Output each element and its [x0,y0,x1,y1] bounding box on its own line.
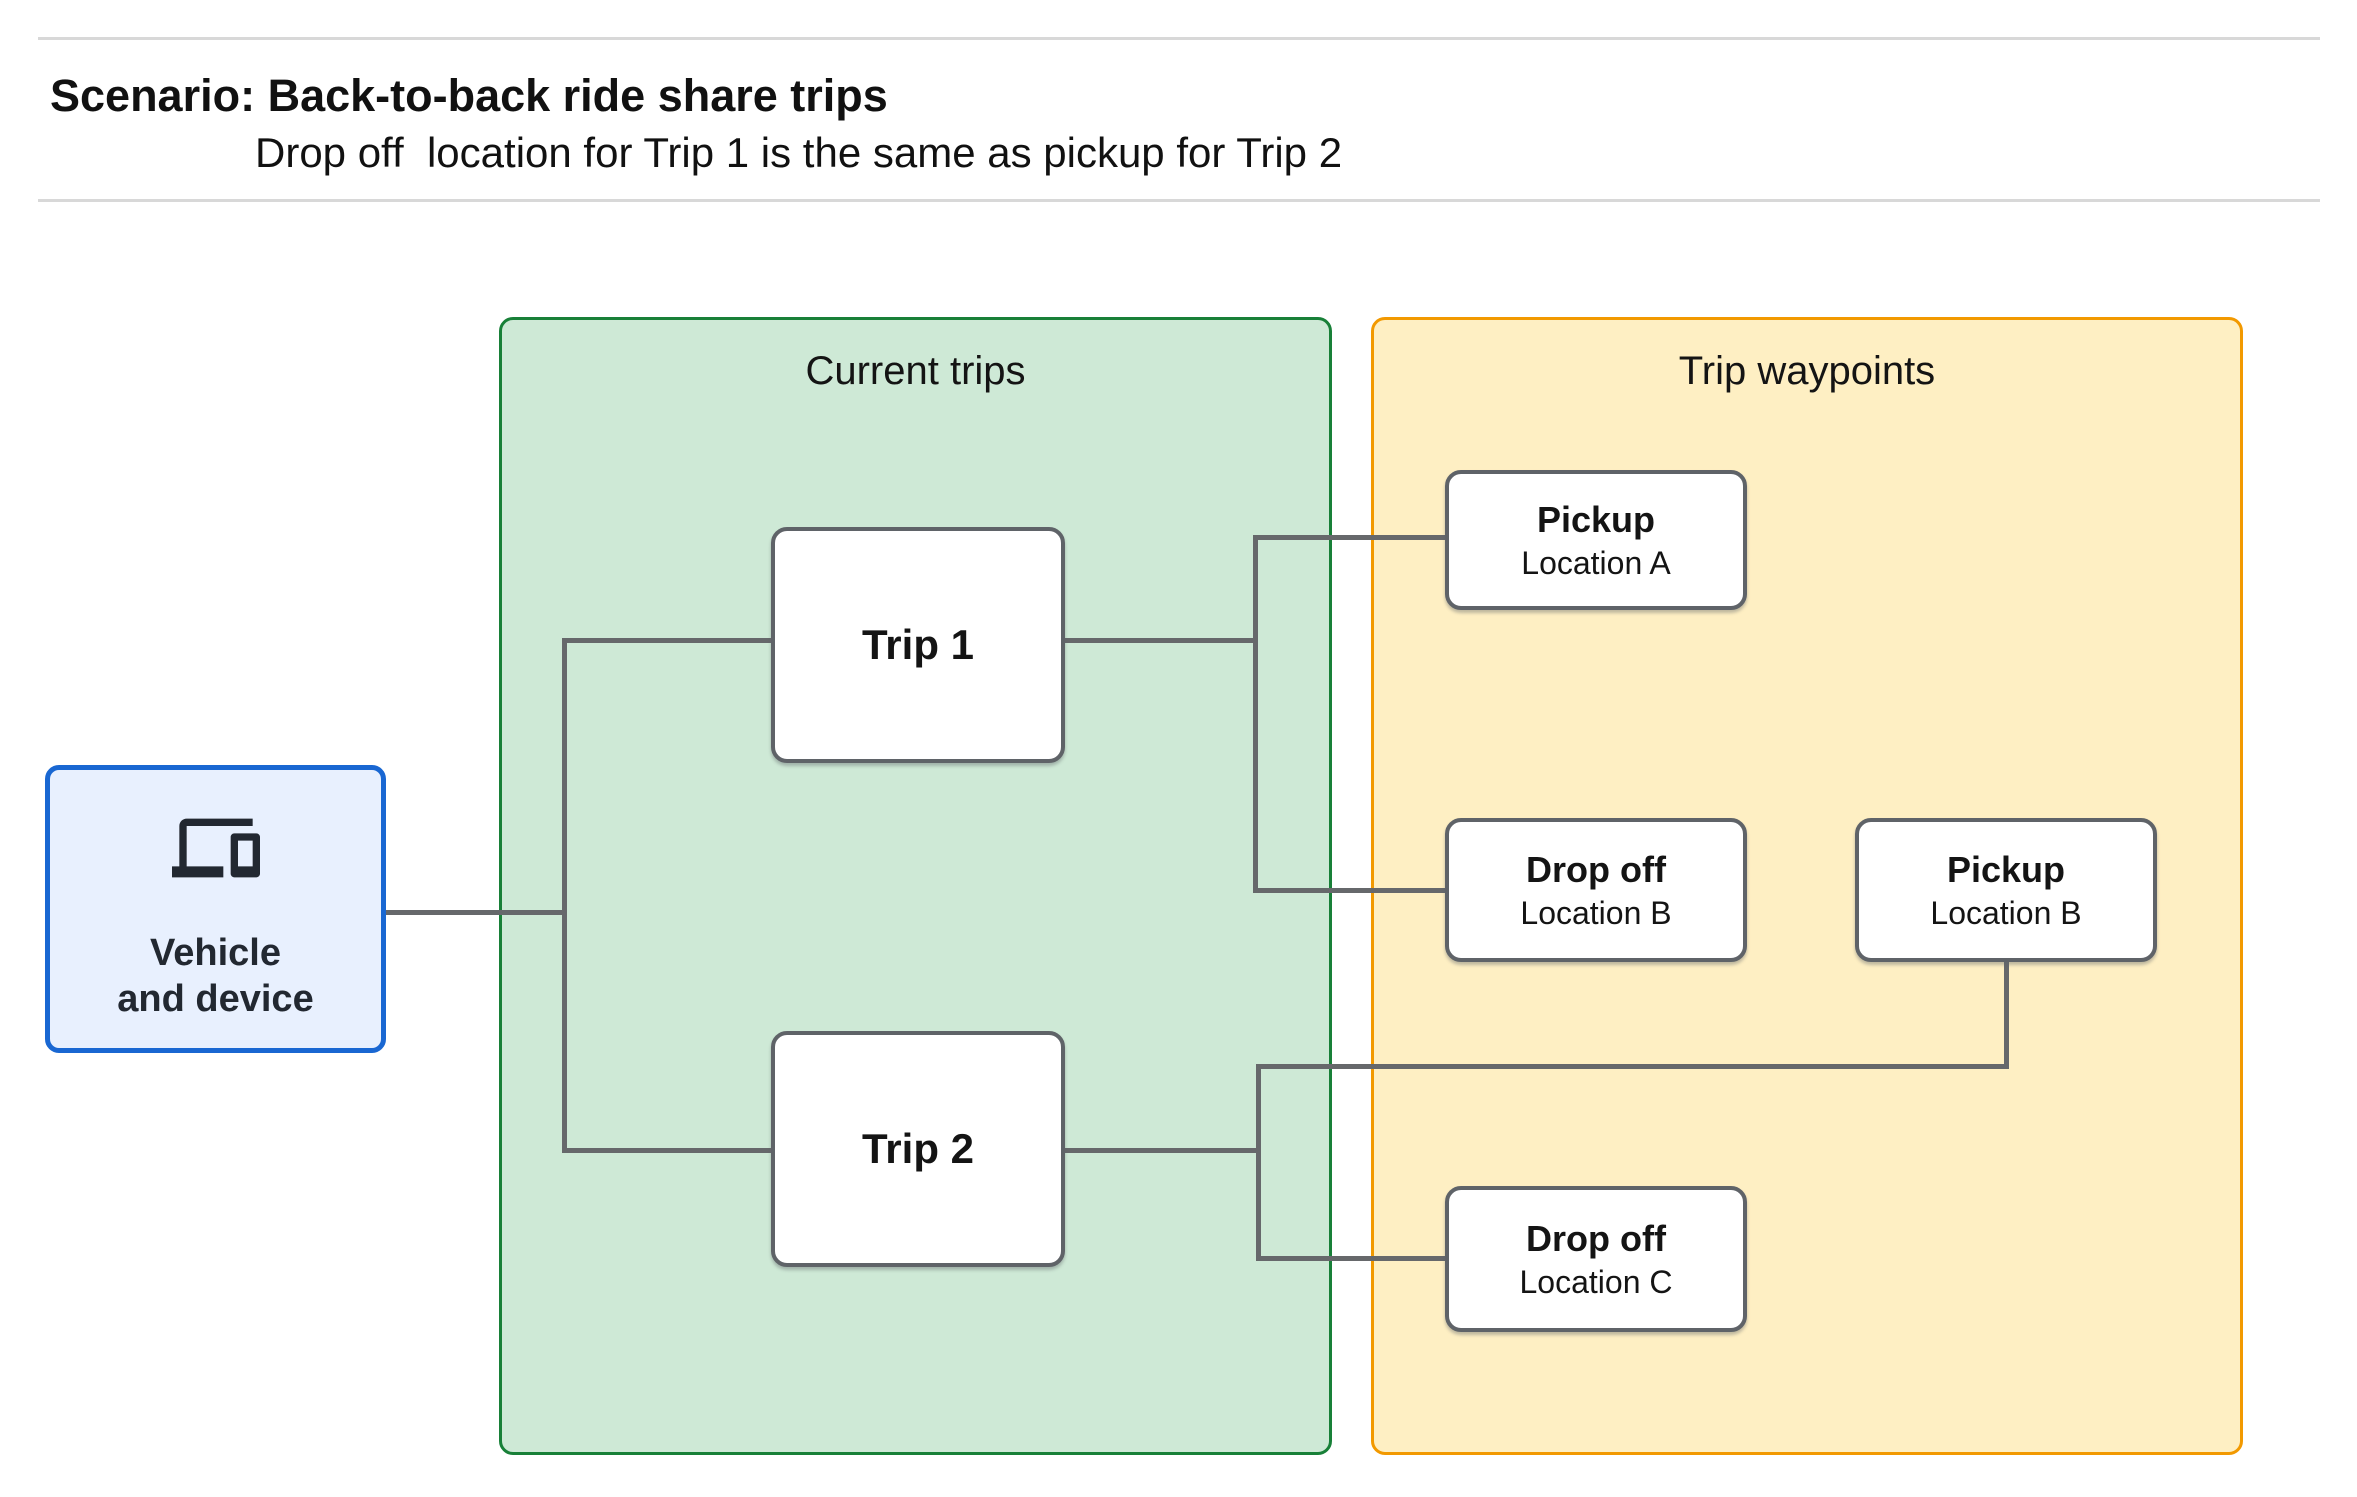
connector-to-trip2 [562,1148,771,1153]
waypoint-type: Drop off [1526,1218,1666,1259]
trip-2-label: Trip 2 [861,1125,975,1172]
waypoint-dropoff-location-b: Drop off Location B [1445,818,1747,962]
trip-2-box: Trip 2 [771,1031,1065,1267]
waypoint-location: Location B [1930,895,2082,931]
waypoint-type: Pickup [1536,499,1656,540]
waypoint-pickup-location-b: Pickup Location B [1855,818,2157,962]
current-trips-title: Current trips [805,349,1026,393]
vehicle-label-line1: Vehicle [150,932,281,974]
page-title: Scenario: Back-to-back ride share trips [50,70,888,121]
connector-pickup-b-horizontal [1256,1064,2009,1069]
connector-trips-vertical [562,638,567,1153]
trip-1-label: Trip 1 [861,621,975,668]
top-divider [38,37,2320,40]
waypoint-dropoff-location-c: Drop off Location C [1445,1186,1747,1332]
waypoint-type: Pickup [1946,849,2066,890]
vehicle-label-line2: and device [117,978,314,1020]
current-trips-group: Current trips [499,317,1332,1455]
connector-to-dropoff-b [1253,888,1445,893]
connector-trip2-out [1065,1148,1261,1153]
connector-to-trip1 [562,638,771,643]
waypoint-location: Location A [1521,545,1671,581]
waypoint-type: Drop off [1526,849,1666,890]
connector-trip2-vertical [1256,1064,1261,1261]
waypoint-pickup-location-a: Pickup Location A [1445,470,1747,610]
connector-trip1-out [1065,638,1258,643]
waypoint-location: Location B [1520,895,1672,931]
vehicle-device-node: Vehicle and device [45,765,386,1053]
devices-icon [50,804,381,892]
connector-pickup-b-stem [2004,960,2009,1069]
connector-to-dropoff-c [1256,1256,1445,1261]
trip-waypoints-title: Trip waypoints [1678,349,1936,393]
waypoint-location: Location C [1519,1264,1673,1300]
page-subtitle: Drop off location for Trip 1 is the same… [255,129,1343,176]
trip-1-box: Trip 1 [771,527,1065,763]
vehicle-device-label: Vehicle and device [50,930,381,1022]
connector-vehicle-stem [386,910,567,915]
header-divider [38,199,2320,202]
connector-to-pickup-a [1253,535,1445,540]
connector-trip1-vertical [1253,535,1258,893]
